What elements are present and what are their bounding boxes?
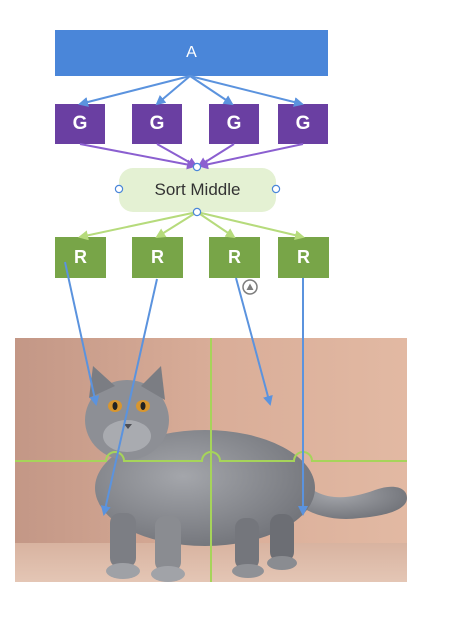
node-g-label: G [72, 113, 88, 134]
edges-a-to-g [78, 75, 304, 107]
handle-right[interactable] [271, 184, 281, 194]
edges-r-to-photo [64, 261, 308, 516]
node-r-1[interactable]: R [55, 237, 106, 278]
handle-bottom[interactable] [192, 207, 202, 217]
edge-g1-sort[interactable] [79, 143, 197, 170]
node-g-label: G [226, 113, 242, 134]
edges-g-to-sort [79, 143, 304, 170]
node-g-3[interactable]: G [209, 104, 259, 144]
edge-a-g2[interactable] [155, 75, 191, 106]
node-a[interactable]: A [55, 30, 328, 76]
edge-g4-sort[interactable] [198, 143, 304, 170]
handle-left[interactable] [114, 184, 124, 194]
node-g-1[interactable]: G [55, 104, 105, 144]
expand-triangle-icon[interactable] [242, 279, 258, 295]
handle-top[interactable] [192, 162, 202, 172]
edge-r3-photo[interactable] [235, 277, 273, 406]
node-r-label: R [228, 247, 241, 267]
node-g-4[interactable]: G [278, 104, 328, 144]
node-r-label: R [74, 247, 87, 267]
edge-sort-r1[interactable] [78, 211, 198, 241]
node-g-2[interactable]: G [132, 104, 182, 144]
edge-sort-r2[interactable] [155, 211, 198, 239]
node-r-2[interactable]: R [132, 237, 183, 278]
edge-r2-photo[interactable] [100, 278, 158, 516]
node-g-label: G [149, 113, 165, 134]
node-sort-middle[interactable]: Sort Middle [119, 168, 276, 212]
edges-sort-to-r [78, 211, 305, 241]
edge-a-g3[interactable] [189, 75, 234, 106]
node-g-label: G [295, 113, 311, 134]
node-r-3[interactable]: R [209, 237, 260, 278]
node-r-4[interactable]: R [278, 237, 329, 278]
node-r-label: R [297, 247, 310, 267]
node-sort-label: Sort Middle [154, 180, 241, 199]
edge-sort-r3[interactable] [196, 211, 236, 239]
edge-a-g1[interactable] [78, 75, 191, 107]
node-a-label: A [186, 44, 197, 61]
edge-sort-r4[interactable] [196, 211, 305, 241]
node-r-label: R [151, 247, 164, 267]
edge-g2-sort[interactable] [156, 143, 198, 167]
sort-node-handles [114, 162, 281, 217]
photo-grid-lines [15, 338, 407, 582]
edge-a-g4[interactable] [189, 75, 304, 107]
edge-r1-photo[interactable] [64, 261, 100, 406]
